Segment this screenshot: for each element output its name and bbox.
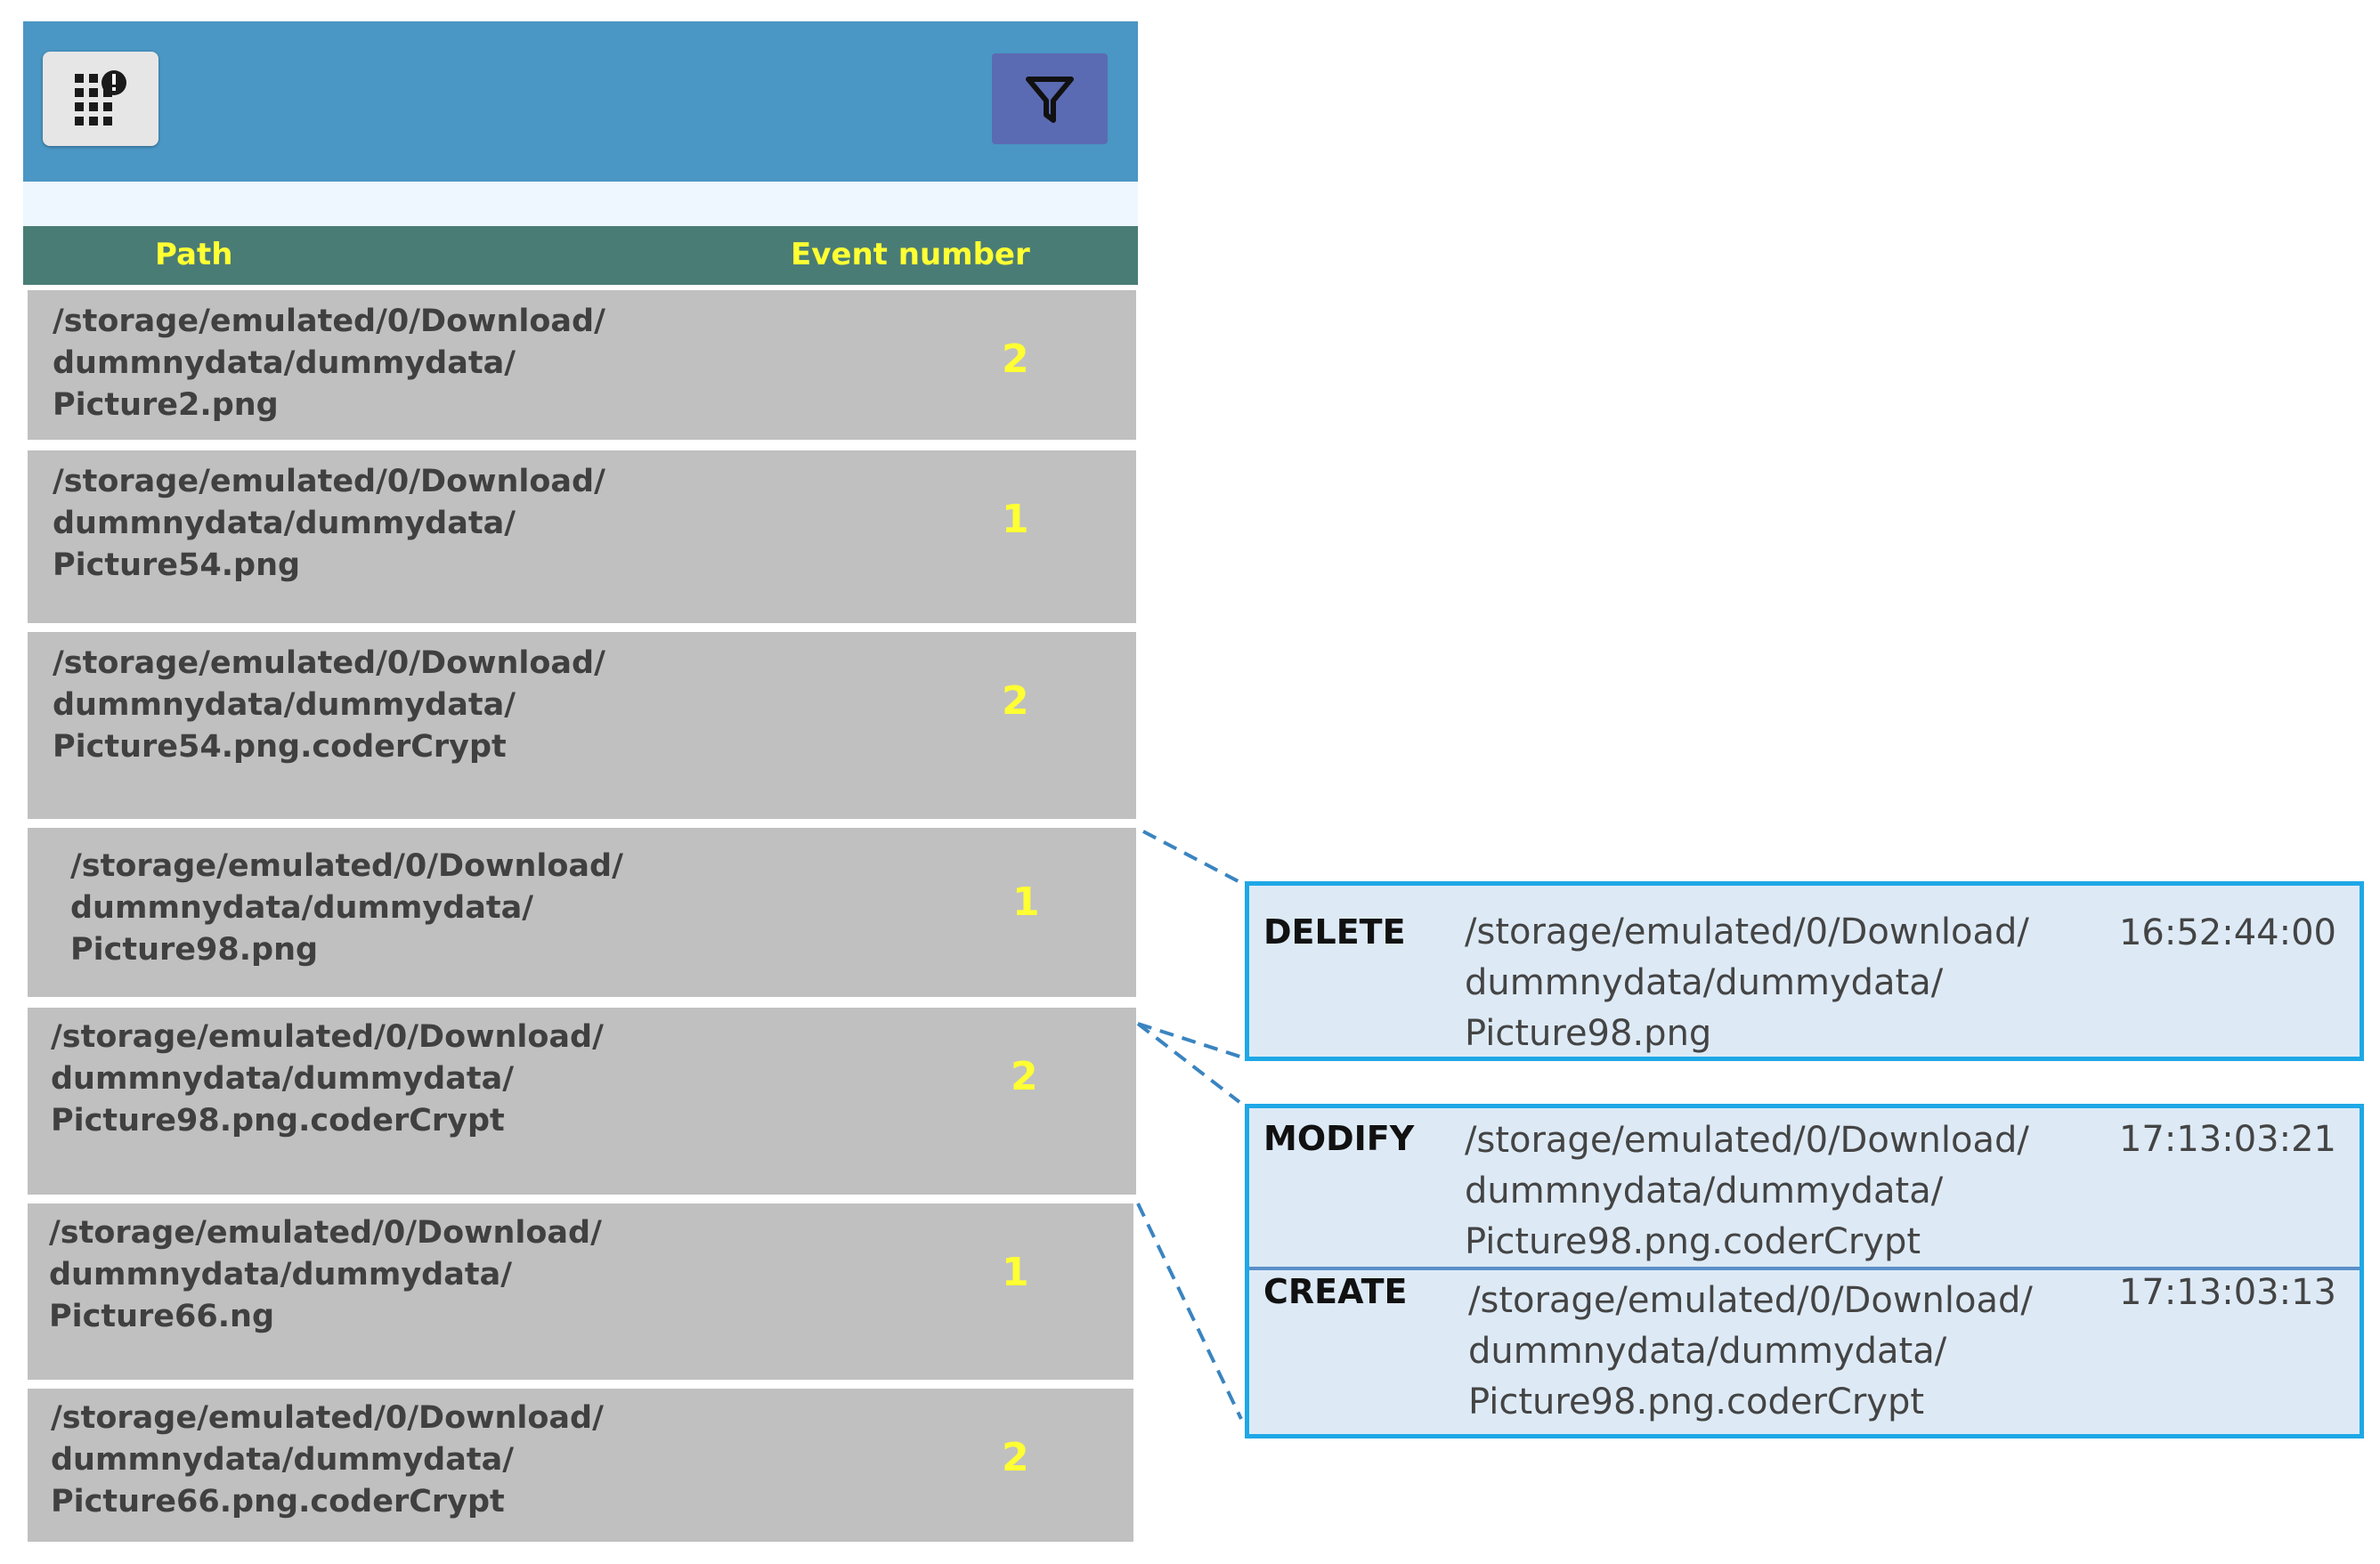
- file-events-panel: Path Event number: [23, 21, 1138, 285]
- event-path: /storage/emulated/0/Download/ dummnydata…: [1465, 912, 2029, 1054]
- event-entry: MODIFY /storage/emulated/0/Download/ dum…: [1249, 1108, 2360, 1267]
- row-event-count: 2: [1002, 678, 1029, 724]
- connector-line: [1136, 1203, 1243, 1420]
- table-row[interactable]: /storage/emulated/0/Download/ dummnydata…: [28, 1008, 1136, 1195]
- row-path: /storage/emulated/0/Download/ dummnydata…: [49, 1215, 602, 1334]
- top-toolbar: [23, 21, 1138, 182]
- grid-menu-button[interactable]: [43, 52, 158, 146]
- delete-event-detail: DELETE /storage/emulated/0/Download/ dum…: [1245, 881, 2364, 1061]
- event-time: 16:52:44:00: [2118, 912, 2336, 953]
- connector-line: [1136, 1022, 1241, 1104]
- row-path: /storage/emulated/0/Download/ dummnydata…: [53, 304, 605, 423]
- row-event-count: 2: [1002, 1435, 1029, 1480]
- event-type: MODIFY: [1263, 1119, 1415, 1158]
- row-event-count: 2: [1002, 336, 1029, 382]
- row-path: /storage/emulated/0/Download/ dummnydata…: [51, 1019, 604, 1139]
- event-path: /storage/emulated/0/Download/ dummnydata…: [1465, 1120, 2029, 1262]
- column-header-path: Path: [155, 237, 233, 272]
- row-path: /storage/emulated/0/Download/ dummnydata…: [53, 645, 605, 765]
- modify-create-event-detail: MODIFY /storage/emulated/0/Download/ dum…: [1245, 1104, 2364, 1438]
- event-type: CREATE: [1263, 1272, 1408, 1311]
- grid-alert-icon: [75, 70, 126, 126]
- filter-button[interactable]: [992, 53, 1108, 144]
- event-time: 17:13:03:13: [2118, 1272, 2336, 1313]
- row-event-count: 2: [1011, 1054, 1038, 1099]
- table-row[interactable]: /storage/emulated/0/Download/ dummnydata…: [28, 632, 1136, 819]
- filter-icon: [1026, 77, 1074, 123]
- event-path: /storage/emulated/0/Download/ dummnydata…: [1468, 1280, 2033, 1422]
- event-entry: DELETE /storage/emulated/0/Download/ dum…: [1249, 886, 2360, 1057]
- connector-line: [1142, 830, 1249, 888]
- row-event-count: 1: [1002, 497, 1029, 542]
- table-row[interactable]: /storage/emulated/0/Download/ dummnydata…: [28, 450, 1136, 623]
- event-entry: CREATE /storage/emulated/0/Download/ dum…: [1249, 1270, 2360, 1434]
- table-row[interactable]: /storage/emulated/0/Download/ dummnydata…: [28, 290, 1136, 440]
- event-time: 17:13:03:21: [2118, 1119, 2336, 1160]
- connector-line: [1137, 1022, 1244, 1059]
- row-event-count: 1: [1002, 1250, 1029, 1295]
- status-strip: [23, 182, 1138, 226]
- row-event-count: 1: [1012, 879, 1040, 925]
- row-path: /storage/emulated/0/Download/ dummnydata…: [53, 464, 605, 583]
- row-path: /storage/emulated/0/Download/ dummnydata…: [70, 848, 623, 968]
- table-header: Path Event number: [23, 226, 1138, 285]
- table-row[interactable]: /storage/emulated/0/Download/ dummnydata…: [28, 828, 1136, 997]
- column-header-event-number: Event number: [791, 237, 1030, 272]
- entry-divider: [1249, 1267, 2360, 1270]
- table-row[interactable]: /storage/emulated/0/Download/ dummnydata…: [28, 1389, 1133, 1542]
- table-row[interactable]: /storage/emulated/0/Download/ dummnydata…: [28, 1203, 1133, 1380]
- row-path: /storage/emulated/0/Download/ dummnydata…: [51, 1400, 604, 1519]
- event-type: DELETE: [1263, 912, 1406, 952]
